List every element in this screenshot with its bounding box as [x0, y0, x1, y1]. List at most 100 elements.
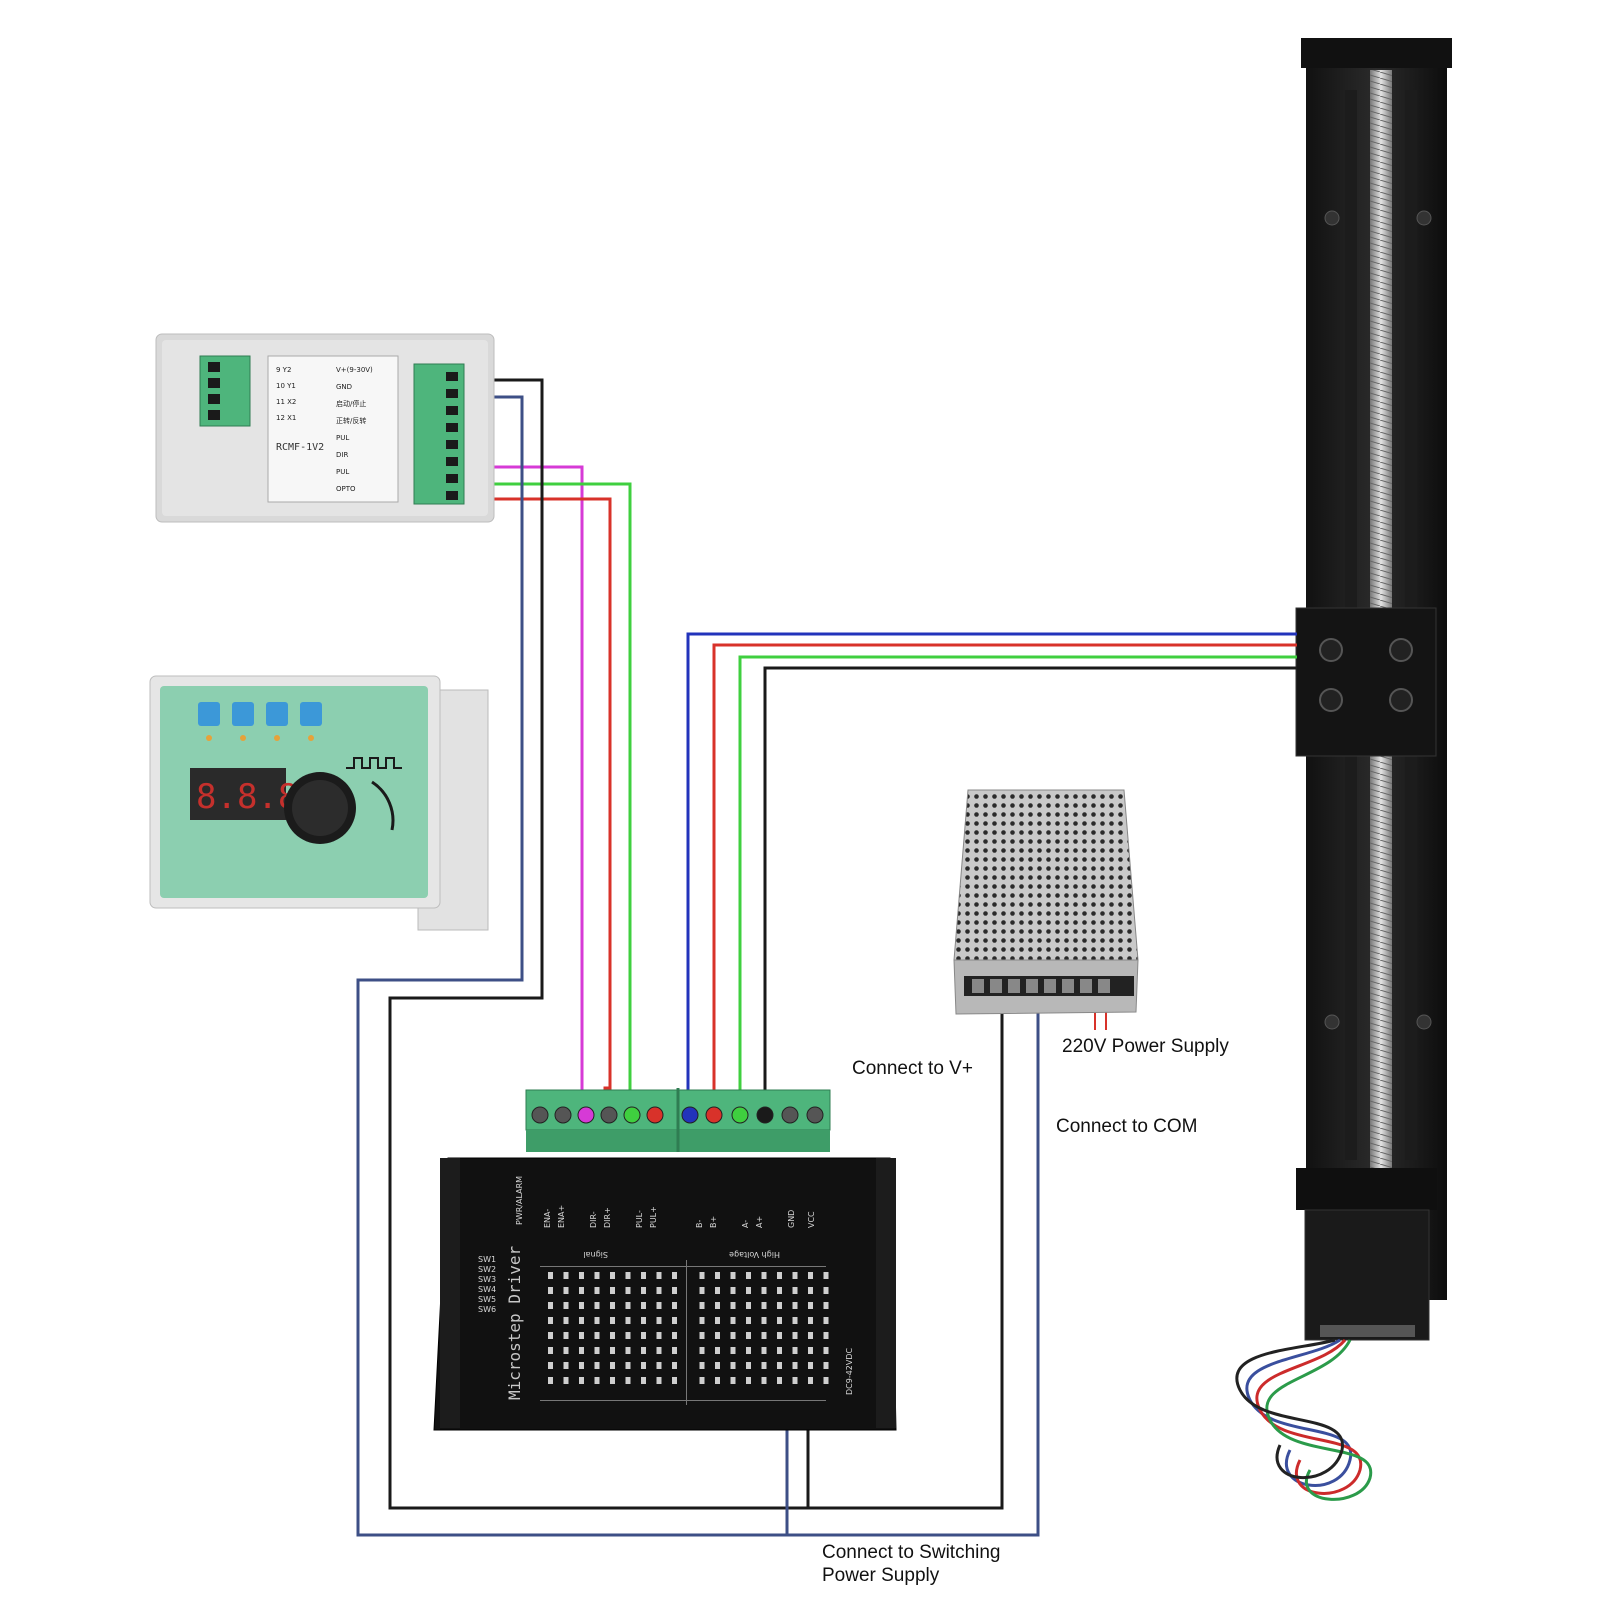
label-plate: RCMF-1V2 9 Y2 10 Y1 11 X2 12 X1 V+(9-30V… — [267, 355, 399, 503]
dip-dot — [761, 1272, 767, 1279]
microstep-driver: Microstep Driver PWR/ALARM DC9-42VDC ENA… — [433, 1088, 897, 1431]
dip-dot — [656, 1317, 662, 1324]
wire-red-motor — [712, 643, 1297, 1110]
dip-dot — [656, 1272, 662, 1279]
dip-dot — [792, 1347, 798, 1354]
dip-dot — [761, 1362, 767, 1369]
dip-dot — [656, 1362, 662, 1369]
svg-text:正转/反转: 正转/反转 — [336, 416, 366, 425]
dip-dot — [594, 1362, 600, 1369]
speed-controller-panel: 8.8.8 — [149, 675, 489, 931]
dip-dot — [777, 1332, 782, 1339]
dip-dot — [730, 1362, 736, 1369]
label-connect-switching-line2: Power Supply — [822, 1564, 940, 1586]
dip-dot — [699, 1362, 705, 1369]
svg-text:SW2: SW2 — [478, 1265, 496, 1274]
dip-dot — [792, 1287, 798, 1294]
dip-dot — [823, 1302, 829, 1309]
dip-dot — [672, 1347, 677, 1354]
dip-dot — [641, 1287, 646, 1294]
dip-dot — [579, 1272, 584, 1279]
dip-dot — [548, 1272, 553, 1279]
dip-dot — [777, 1287, 782, 1294]
hv-pin-labels: B- B+ A- A+ GND VCC — [695, 1210, 816, 1228]
panel-buttons — [198, 702, 322, 741]
dip-dot — [563, 1317, 569, 1324]
svg-text:12 X1: 12 X1 — [276, 414, 296, 422]
svg-text:PUL-: PUL- — [635, 1210, 644, 1228]
dip-dot — [715, 1302, 720, 1309]
dip-dot — [792, 1302, 798, 1309]
dip-dot — [699, 1317, 705, 1324]
dip-dot — [625, 1332, 631, 1339]
led-display — [190, 768, 286, 820]
dip-dot — [641, 1302, 646, 1309]
carriage-block — [1295, 607, 1437, 757]
dip-dot — [548, 1302, 553, 1309]
dip-dot — [548, 1347, 553, 1354]
dip-dot — [730, 1287, 736, 1294]
driver-title: Microstep Driver — [505, 1246, 524, 1400]
svg-text:GND: GND — [336, 383, 352, 391]
dip-dot — [808, 1332, 813, 1339]
dip-dot — [579, 1287, 584, 1294]
dip-dot — [672, 1332, 677, 1339]
dip-dot — [823, 1347, 829, 1354]
dip-dot — [699, 1347, 705, 1354]
dip-dot — [594, 1332, 600, 1339]
svg-text:B+: B+ — [709, 1216, 718, 1228]
dip-dot — [625, 1377, 631, 1384]
svg-text:ENA-: ENA- — [543, 1209, 552, 1228]
switching-power-supply — [953, 789, 1139, 1015]
dip-dot — [808, 1287, 813, 1294]
dip-dot — [715, 1332, 720, 1339]
dip-dot — [579, 1302, 584, 1309]
dip-dot — [641, 1347, 646, 1354]
dip-dot — [563, 1287, 569, 1294]
dip-dot — [823, 1332, 829, 1339]
dip-table — [540, 1260, 826, 1405]
dip-dot — [761, 1347, 767, 1354]
led-readout: 8.8.8 — [196, 777, 298, 817]
dip-dot — [808, 1377, 813, 1384]
dip-dot — [641, 1272, 646, 1279]
wire-black-motor — [763, 666, 1297, 1110]
svg-text:DIR: DIR — [336, 451, 348, 459]
dip-dot — [563, 1332, 569, 1339]
dip-dot — [610, 1362, 615, 1369]
dip-dot — [699, 1332, 705, 1339]
dip-dot — [746, 1317, 751, 1324]
dip-dot — [823, 1317, 829, 1324]
dip-dot — [792, 1317, 798, 1324]
dip-dot — [594, 1287, 600, 1294]
dip-dot — [746, 1272, 751, 1279]
dip-dot — [672, 1287, 677, 1294]
label-connect-v-plus: Connect to V+ — [852, 1058, 973, 1079]
dip-dot — [777, 1362, 782, 1369]
dip-dot — [610, 1317, 615, 1324]
dip-dot — [610, 1302, 615, 1309]
svg-text:PUL: PUL — [336, 468, 349, 476]
dip-dot — [579, 1362, 584, 1369]
dip-dot — [777, 1317, 782, 1324]
dip-dot — [777, 1302, 782, 1309]
dip-dot — [808, 1347, 813, 1354]
dip-dot — [730, 1317, 736, 1324]
dip-dot — [672, 1302, 677, 1309]
dip-dot — [579, 1347, 584, 1354]
dip-dot — [730, 1377, 736, 1384]
dip-dot — [656, 1287, 662, 1294]
dip-dot — [777, 1272, 782, 1279]
dip-dot — [823, 1287, 829, 1294]
svg-text:SW3: SW3 — [478, 1275, 496, 1284]
dip-dot — [641, 1317, 646, 1324]
svg-text:启动/停止: 启动/停止 — [336, 399, 366, 408]
svg-text:PUL: PUL — [336, 434, 349, 442]
svg-text:SW1: SW1 — [478, 1255, 496, 1264]
terminal-block-left — [199, 355, 251, 427]
driver-terminal-strip — [525, 1088, 831, 1152]
dip-dot — [715, 1287, 720, 1294]
dip-dot — [792, 1272, 798, 1279]
svg-text:10 Y1: 10 Y1 — [276, 382, 296, 390]
